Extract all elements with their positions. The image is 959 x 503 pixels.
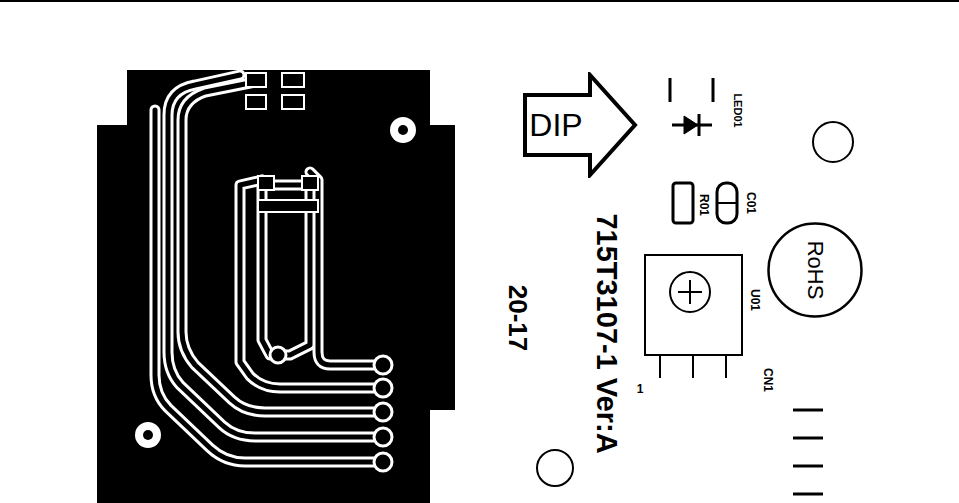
- copper-board: [97, 470, 272, 503]
- mounting-holes: [135, 117, 416, 448]
- silkscreen-label: R01: [698, 194, 710, 216]
- silkscreen-label: C01: [745, 192, 757, 214]
- rohs-circle: RoHS: [767, 222, 863, 318]
- silkscreen-label: 715T3107-1 Ver:A: [592, 213, 621, 453]
- copper-board: [97, 70, 455, 503]
- silkscreen-label: U01: [749, 289, 761, 311]
- top-rule: [0, 0, 959, 2]
- copper-pads: [246, 73, 392, 471]
- node-label: DIP: [529, 109, 582, 141]
- silkscreen-label: 20-17: [505, 285, 531, 352]
- silkscreen-label: LED01: [732, 93, 743, 127]
- silkscreen-label: CN1: [762, 368, 774, 392]
- copper-traces: [155, 75, 383, 462]
- dip-arrow: DIP: [522, 72, 638, 178]
- node-label: RoHS: [804, 241, 826, 300]
- silkscreen-label: 1: [637, 383, 644, 395]
